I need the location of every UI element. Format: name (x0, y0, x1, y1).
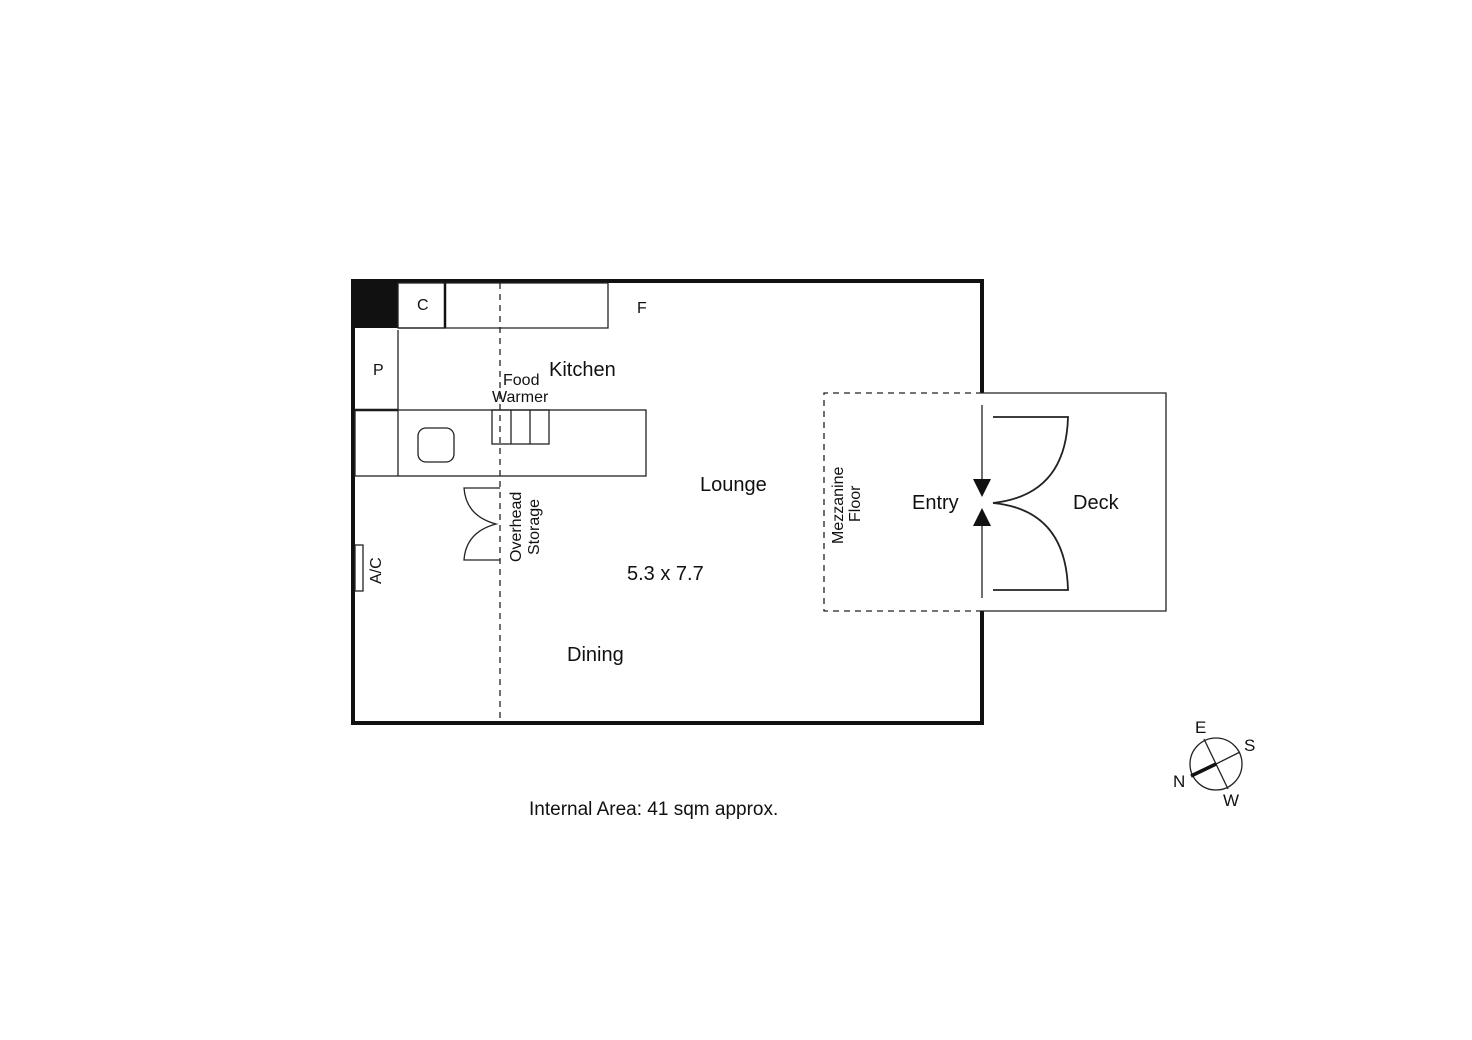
mezzanine-label-2: Floor (847, 485, 864, 522)
ac-label: A/C (368, 557, 385, 584)
dining-label: Dining (567, 644, 624, 666)
compass-n: N (1173, 772, 1185, 791)
lounge-label: Lounge (700, 474, 767, 496)
compass-icon: E S N W (1173, 718, 1255, 810)
dimensions-label: 5.3 x 7.7 (627, 563, 704, 585)
food-warmer-label-1: Food (503, 372, 539, 389)
fridge-label: F (637, 300, 647, 317)
arrow-up-icon (973, 508, 991, 526)
arrow-down-icon (973, 479, 991, 497)
deck-label: Deck (1073, 492, 1120, 514)
outer-walls (351, 279, 984, 725)
food-warmer-label-2: Warmer (492, 389, 549, 406)
sink-icon (417, 427, 455, 463)
structural-column (352, 281, 398, 328)
deck-outline (982, 392, 1167, 612)
mezzanine-label-1: Mezzanine (830, 467, 847, 544)
compass-w: W (1223, 791, 1239, 810)
entry-doors (973, 405, 1069, 598)
entry-label: Entry (912, 492, 959, 514)
mezzanine-outline (823, 392, 982, 612)
overhead-storage-doors (463, 487, 500, 561)
compass-e: E (1195, 718, 1206, 737)
kitchen-counter (397, 282, 609, 329)
pantry-label: P (373, 362, 384, 379)
compass-s: S (1244, 736, 1255, 755)
overhead-label-1: Overhead (508, 492, 525, 562)
kitchen-label: Kitchen (549, 359, 616, 381)
overhead-label-2: Storage (526, 499, 543, 555)
cupboard-label: C (417, 297, 429, 314)
ac-unit (354, 544, 364, 592)
internal-area-label: Internal Area: 41 sqm approx. (529, 799, 778, 820)
food-warmer (491, 409, 550, 445)
